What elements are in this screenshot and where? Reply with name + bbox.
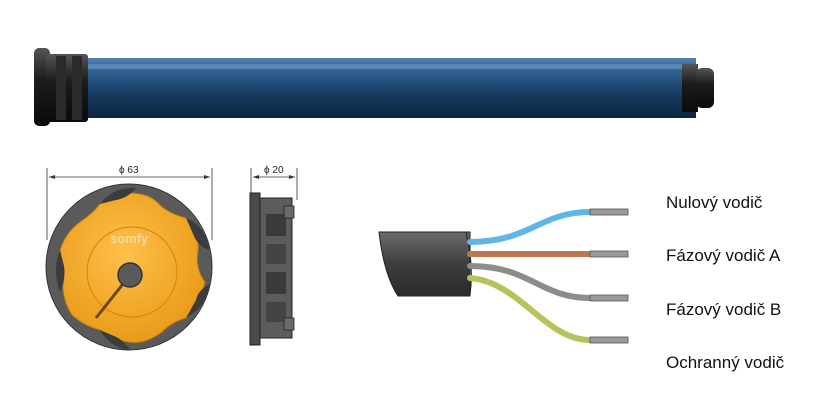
wire-tip <box>589 336 629 344</box>
wire-neutral <box>467 209 593 245</box>
wire-label-phase-b: Fázový vodič B <box>666 300 782 319</box>
wire-label-neutral: Nulový vodič <box>666 193 763 212</box>
cable-jacket <box>378 231 471 297</box>
wire-label-phase-a: Fázový vodič A <box>666 246 781 265</box>
head-notch <box>186 218 209 250</box>
motor-right-cap <box>682 64 714 112</box>
head-notch <box>100 330 130 350</box>
power-cable <box>378 208 629 344</box>
brand-logo: somfy <box>110 231 149 246</box>
wire-label-protective: Ochranný vodič <box>666 353 785 372</box>
shaft-hole <box>117 262 143 288</box>
wire-tip <box>589 250 629 258</box>
wire-tip <box>589 208 629 216</box>
motor-tube <box>88 58 696 118</box>
diameter-dimension-label: ϕ 63 <box>119 165 139 176</box>
side-plate <box>249 192 261 346</box>
head-inner-ring <box>86 226 178 318</box>
motor-front-view: ϕ 63 somfy <box>45 165 213 351</box>
side-slot <box>266 214 286 236</box>
side-tab <box>283 205 295 219</box>
head-notch <box>56 250 65 292</box>
motor-side-view: ϕ 20 <box>249 165 298 346</box>
side-tab <box>283 317 295 331</box>
head-notch <box>186 284 210 318</box>
head-notch <box>100 187 136 204</box>
wire-tip <box>589 294 629 302</box>
motor-left-cap <box>34 48 88 126</box>
wire-phase-b <box>467 263 593 301</box>
tube-motor <box>34 48 714 126</box>
side-slot <box>266 244 286 264</box>
side-slot <box>266 272 286 294</box>
side-slot <box>266 302 286 322</box>
head-width-dimension-label: ϕ 20 <box>264 165 284 176</box>
wire-protective-earth <box>467 275 593 343</box>
motor-tube-highlight <box>88 64 696 69</box>
